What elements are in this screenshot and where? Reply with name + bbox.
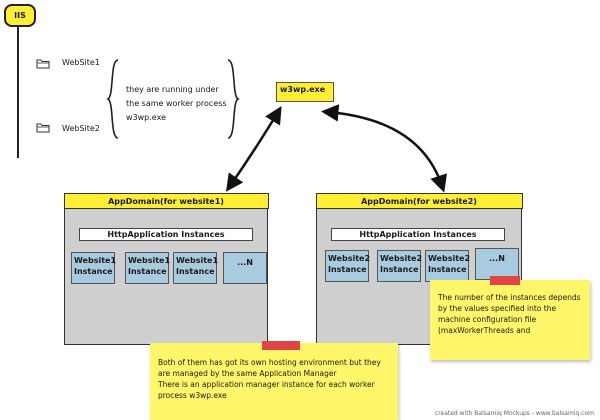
instance-box: Website1 Instance: [173, 252, 219, 284]
instance-type: Instance: [380, 265, 419, 274]
worker-process-note-line: w3wp.exe: [126, 113, 166, 122]
website2-label: WebSite2: [62, 124, 100, 133]
instance-type: Instance: [128, 267, 167, 276]
instance-box: Website2 Instance: [377, 250, 423, 282]
instance-box: Website2 Instance: [425, 250, 471, 282]
httpapplication-instances-label: HttpApplication Instances: [331, 228, 505, 241]
instance-type: Instance: [328, 265, 367, 274]
sticky-note-line: The number of the instances depends: [438, 293, 581, 302]
sticky-note-line: Both of them has got its own hosting env…: [158, 358, 381, 367]
sticky-note-instances: The number of the instances depends by t…: [430, 280, 590, 360]
instance-box: Website1 Instance: [125, 252, 171, 284]
website1-label: WebSite1: [62, 58, 100, 67]
instance-more-box: ...N: [223, 252, 267, 284]
appdomain-title: AppDomain(for website1): [63, 192, 269, 209]
instance-name: Website1: [128, 256, 171, 265]
appdomain-title: AppDomain(for website2): [315, 192, 523, 209]
iis-badge: IIS: [4, 4, 36, 27]
appdomain-website1: AppDomain(for website1) HttpApplication …: [63, 192, 269, 345]
worker-process-note-line: the same worker process: [126, 99, 227, 108]
instance-name: Website2: [328, 254, 371, 263]
sticky-note-line: (maxWorkerThreads and: [438, 326, 531, 335]
instance-type: Instance: [74, 267, 113, 276]
instance-box: Website2 Instance: [325, 250, 371, 282]
instance-more-label: ...N: [237, 258, 253, 267]
sticky-note-line: are managed by the same Application Mana…: [158, 369, 337, 378]
tape-icon: [262, 341, 300, 350]
sticky-note-line: machine configuration file: [438, 315, 537, 324]
instance-name: Website1: [176, 256, 219, 265]
instance-type: Instance: [428, 265, 467, 274]
sticky-note-hosting: Both of them has got its own hosting env…: [150, 343, 398, 420]
arrow-w3wp-to-appdomain2: [321, 104, 447, 193]
w3wp-label: w3wp.exe: [280, 85, 326, 94]
arrow-w3wp-to-appdomain1: [226, 106, 282, 192]
instance-name: Website2: [380, 254, 423, 263]
worker-process-note: they are running under the same worker p…: [126, 83, 227, 125]
worker-process-note-line: they are running under: [126, 85, 219, 94]
sticky-note-line: by the values specified into the: [438, 304, 557, 313]
instance-name: Website2: [428, 254, 471, 263]
sticky-note-line: There is an application manager instance…: [158, 380, 375, 389]
instance-more-label: ...N: [489, 254, 505, 263]
httpapplication-instances-label: HttpApplication Instances: [79, 228, 253, 241]
left-brace-icon: [106, 59, 119, 139]
instance-name: Website1: [74, 256, 117, 265]
iis-label: IIS: [14, 11, 26, 20]
instance-type: Instance: [176, 267, 215, 276]
instance-more-box: ...N: [475, 248, 519, 280]
tape-icon: [490, 276, 520, 285]
instance-box: Website1 Instance: [71, 252, 117, 284]
iis-vertical-line: [17, 25, 19, 158]
w3wp-process-box: w3wp.exe: [276, 82, 334, 102]
credit-text: created with Balsamiq Mockups - www.bals…: [434, 410, 594, 417]
folder-icon: [36, 123, 50, 133]
sticky-note-line: process w3wp.exe: [158, 391, 227, 400]
folder-icon: [36, 59, 50, 69]
